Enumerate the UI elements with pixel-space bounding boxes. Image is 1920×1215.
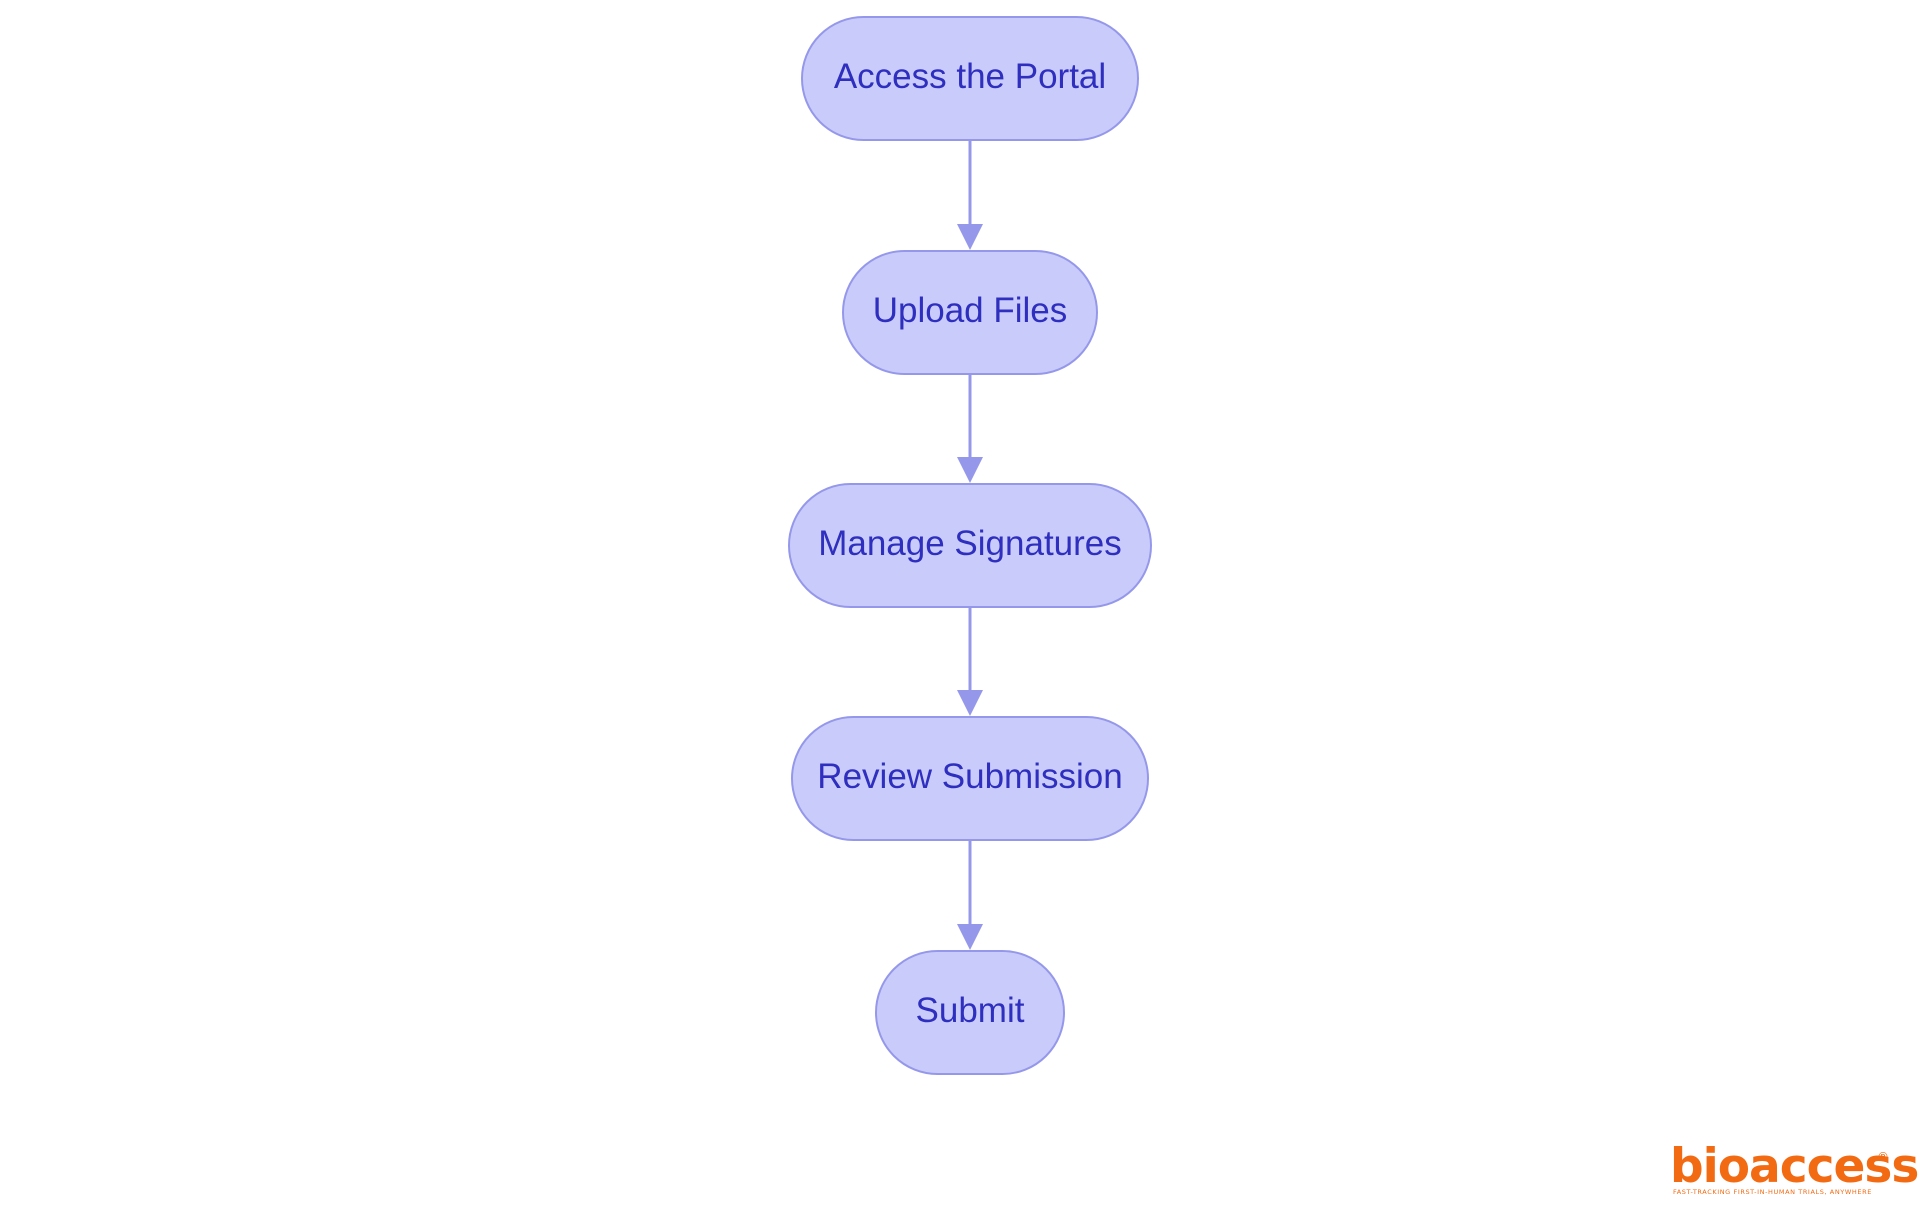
- node-label-submit: Submit: [916, 991, 1025, 1030]
- node-access-portal: Access the Portal: [801, 16, 1139, 141]
- node-label-manage-signatures: Manage Signatures: [818, 524, 1122, 563]
- bioaccess-logo: bioaccess ® FAST-TRACKING FIRST-IN-HUMAN…: [1670, 1139, 1919, 1196]
- node-review-submission: Review Submission: [791, 716, 1149, 841]
- node-label-review-submission: Review Submission: [817, 757, 1122, 796]
- edge-upload-to-signatures: [957, 374, 983, 483]
- logo-tagline: FAST-TRACKING FIRST-IN-HUMAN TRIALS, ANY…: [1673, 1188, 1872, 1196]
- edge-access-to-upload: [957, 140, 983, 250]
- edge-review-to-submit: [957, 840, 983, 950]
- node-label-upload-files: Upload Files: [873, 291, 1068, 330]
- logo-registered-mark: ®: [1877, 1150, 1889, 1164]
- edge-signatures-to-review: [957, 607, 983, 716]
- node-upload-files: Upload Files: [842, 250, 1098, 375]
- node-label-access-portal: Access the Portal: [834, 57, 1106, 96]
- node-submit: Submit: [875, 950, 1065, 1075]
- logo-wordmark: bioaccess: [1670, 1139, 1918, 1194]
- node-manage-signatures: Manage Signatures: [788, 483, 1152, 608]
